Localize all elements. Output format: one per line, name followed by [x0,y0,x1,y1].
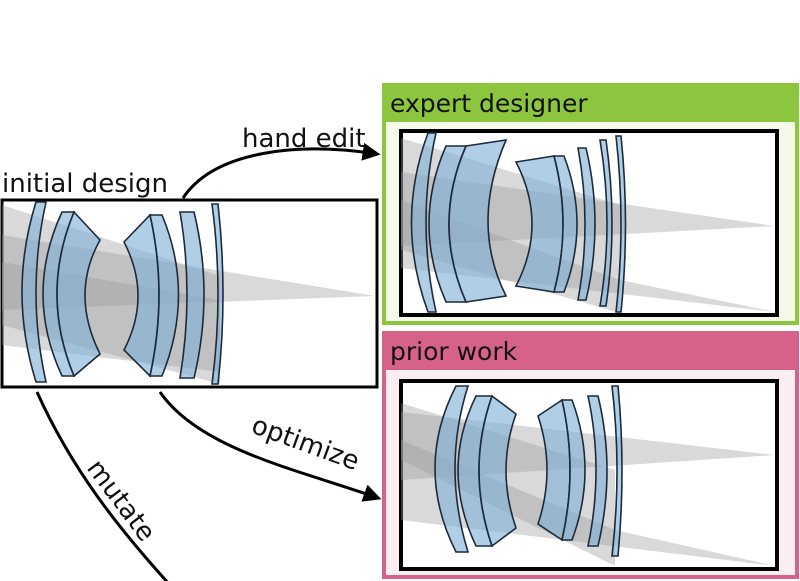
expert-optics [401,132,775,313]
initial-design-panel [0,198,379,389]
mutate-label: mutate [80,454,161,547]
lens-element [587,395,608,547]
mutate-curve [35,391,169,581]
lens-element [148,214,180,377]
lens-element [577,147,596,301]
prior-optics [401,385,775,566]
prior-work-panel: prior work [382,331,799,579]
initial-design-label: initial design [2,169,168,199]
lens-element [410,132,437,313]
lens-element [611,385,623,557]
expert-panel-header [384,85,797,122]
lens-element [179,211,205,379]
prior-panel-header [384,333,797,370]
lens-element [448,138,508,303]
lens-element [211,203,224,385]
initial-optics [2,201,375,385]
optimize-arrow [158,391,382,502]
lens-element [615,135,627,313]
expert-panel-title: expert designer [390,89,588,118]
expert-designer-panel: expert designer [382,83,799,325]
hand-edit-label: hand edit [242,124,366,154]
lens-element [21,201,47,383]
lens-element [478,394,517,548]
prior-panel-title: prior work [390,337,518,366]
lens-element [560,399,586,541]
lens-element [56,210,101,378]
hand-edit-arrow [181,142,381,199]
lens-element [434,385,470,553]
lens-element [552,155,578,293]
lens-element [599,139,613,307]
optimize-label: optimize [248,410,364,477]
